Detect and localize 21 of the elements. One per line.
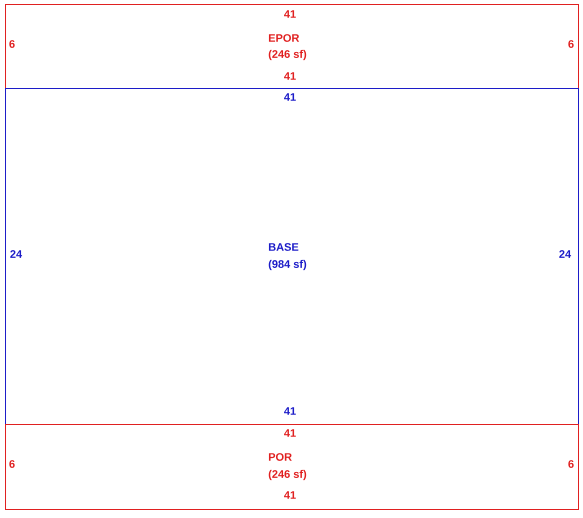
area-label: (246 sf): [268, 50, 306, 60]
dimension-label: 6: [9, 40, 15, 48]
dimension-label: 6: [9, 460, 15, 468]
dimension-label: 6: [568, 40, 574, 48]
area-label: (246 sf): [268, 470, 306, 480]
area-label: (984 sf): [268, 260, 306, 270]
area-outline: [5, 4, 579, 89]
dimension-label: 41: [284, 429, 296, 437]
area-outline: [5, 424, 579, 510]
dimension-label: 24: [10, 250, 22, 258]
dimension-label: 41: [284, 93, 296, 101]
dimension-label: 24: [559, 250, 572, 258]
area-label: BASE: [268, 243, 298, 251]
dimension-label: 41: [284, 491, 296, 499]
area-outline: [5, 88, 579, 425]
area-label: POR: [268, 453, 292, 461]
dimension-label: 41: [284, 10, 296, 18]
dimension-label: 41: [284, 72, 296, 80]
dimension-label: 41: [284, 407, 296, 415]
area-label: EPOR: [268, 34, 300, 42]
dimension-label: 6: [568, 460, 574, 468]
